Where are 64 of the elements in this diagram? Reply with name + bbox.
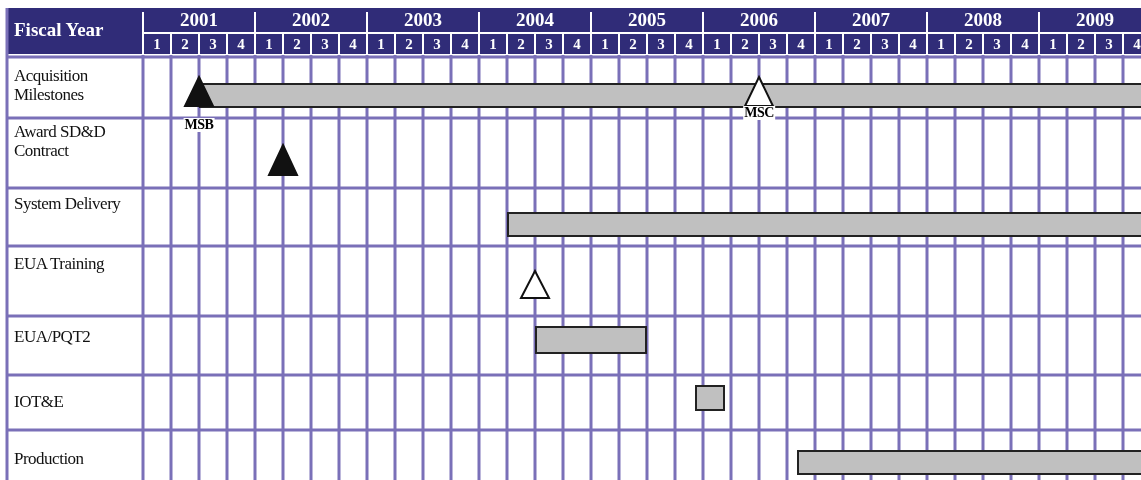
quarter-header: 1 bbox=[600, 36, 610, 53]
quarter-header: 1 bbox=[488, 36, 498, 53]
quarter-header: 2 bbox=[852, 36, 862, 53]
open-milestone-marker bbox=[743, 76, 775, 107]
quarter-header: 1 bbox=[376, 36, 386, 53]
quarter-header: 2 bbox=[404, 36, 414, 53]
quarter-header: 4 bbox=[236, 36, 246, 53]
year-header: 2006 bbox=[739, 9, 779, 31]
timeline-bar bbox=[507, 212, 1141, 237]
quarter-header: 1 bbox=[264, 36, 274, 53]
row-label: Acquisition Milestones bbox=[14, 66, 89, 104]
quarter-header: 4 bbox=[1132, 36, 1141, 53]
quarter-header: 1 bbox=[712, 36, 722, 53]
quarter-header: 3 bbox=[992, 36, 1002, 53]
row-label: EUA Training bbox=[14, 254, 105, 273]
row-label: System Delivery bbox=[14, 194, 122, 213]
quarter-header: 3 bbox=[432, 36, 442, 53]
milestone-marker bbox=[267, 144, 299, 176]
year-header: 2005 bbox=[627, 9, 667, 31]
quarter-header: 4 bbox=[1020, 36, 1030, 53]
quarter-header: 2 bbox=[292, 36, 302, 53]
quarter-header: 4 bbox=[572, 36, 582, 53]
column-header: Fiscal Year bbox=[14, 19, 104, 41]
quarter-header: 4 bbox=[460, 36, 470, 53]
quarter-header: 4 bbox=[908, 36, 918, 53]
open-milestone-marker bbox=[519, 270, 551, 299]
timeline-bar bbox=[199, 83, 1141, 108]
quarter-header: 4 bbox=[796, 36, 806, 53]
timeline-bar bbox=[796, 450, 1141, 475]
year-header: 2003 bbox=[403, 9, 443, 31]
milestone-marker bbox=[183, 76, 215, 107]
timeline-bar bbox=[535, 326, 647, 354]
quarter-header: 4 bbox=[684, 36, 694, 53]
quarter-header: 3 bbox=[768, 36, 778, 53]
quarter-header: 3 bbox=[1104, 36, 1114, 53]
quarter-header: 3 bbox=[880, 36, 890, 53]
quarter-header: 3 bbox=[208, 36, 218, 53]
milestone-label: MSB bbox=[183, 118, 215, 132]
quarter-header: 2 bbox=[964, 36, 974, 53]
year-header: 2007 bbox=[851, 9, 891, 31]
timeline-bar bbox=[694, 385, 726, 411]
row-label: Award SD&D Contract bbox=[14, 122, 107, 160]
quarter-header: 1 bbox=[152, 36, 162, 53]
year-header: 2008 bbox=[963, 9, 1003, 31]
year-header: 2009 bbox=[1075, 9, 1115, 31]
quarter-header: 2 bbox=[516, 36, 526, 53]
quarter-header: 4 bbox=[348, 36, 358, 53]
quarter-header: 3 bbox=[320, 36, 330, 53]
quarter-header: 3 bbox=[656, 36, 666, 53]
row-label: Production bbox=[14, 449, 85, 468]
quarter-header: 1 bbox=[824, 36, 834, 53]
row-label: EUA/PQT2 bbox=[14, 327, 92, 346]
quarter-header: 2 bbox=[740, 36, 750, 53]
year-header: 2004 bbox=[515, 9, 555, 31]
row-label: IOT&E bbox=[14, 392, 65, 411]
year-header: 2002 bbox=[291, 9, 331, 31]
quarter-header: 2 bbox=[1076, 36, 1086, 53]
quarter-header: 3 bbox=[544, 36, 554, 53]
year-header: 2001 bbox=[179, 9, 219, 31]
quarter-header: 1 bbox=[936, 36, 946, 53]
milestone-label: MSC bbox=[743, 106, 775, 120]
quarter-header: 2 bbox=[180, 36, 190, 53]
quarter-header: 2 bbox=[628, 36, 638, 53]
quarter-header: 1 bbox=[1048, 36, 1058, 53]
